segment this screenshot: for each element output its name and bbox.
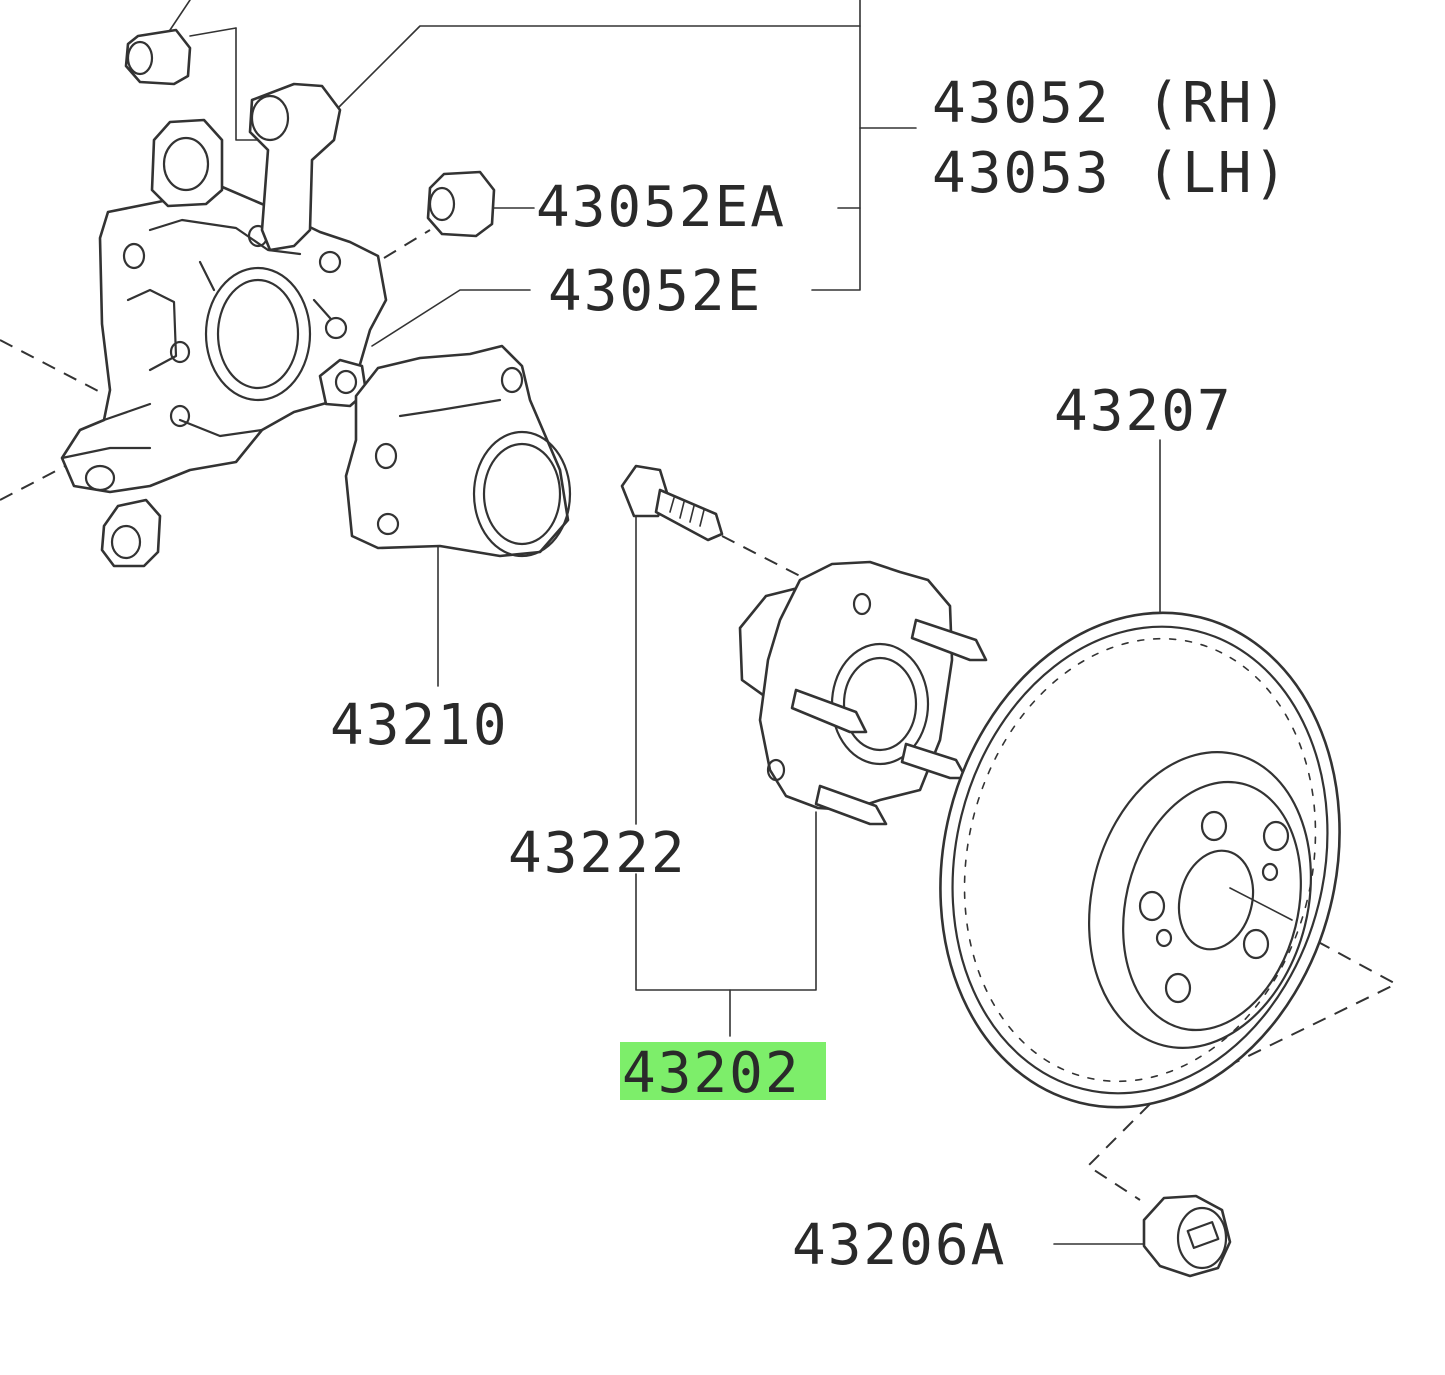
leader-lines xyxy=(169,0,1161,1245)
part-labels: 43052 (RH) 43053 (LH) 43052EA 43052E 432… xyxy=(330,71,1289,1278)
label-43052E[interactable]: 43052E xyxy=(548,259,762,324)
bearing-43210 xyxy=(344,344,572,558)
bushing-43052EA xyxy=(426,170,496,238)
label-43052-rh[interactable]: 43052 (RH) xyxy=(932,71,1289,136)
wheel-studs xyxy=(790,618,988,826)
label-43210[interactable]: 43210 xyxy=(330,693,509,758)
label-43222[interactable]: 43222 xyxy=(508,821,687,886)
hub-assembly-43202 xyxy=(738,560,988,826)
label-43052EA[interactable]: 43052EA xyxy=(536,175,786,240)
knuckle-housing xyxy=(60,82,388,494)
bushing-lower xyxy=(100,498,162,568)
label-43206A[interactable]: 43206A xyxy=(792,1213,1006,1278)
label-43202[interactable]: 43202 xyxy=(622,1041,801,1106)
label-43207[interactable]: 43207 xyxy=(1054,379,1233,444)
plug-43206A xyxy=(1142,1194,1232,1278)
label-43053-lh[interactable]: 43053 (LH) xyxy=(932,141,1289,206)
highlight-box xyxy=(620,1042,826,1100)
brake-rotor-43207 xyxy=(939,611,1341,1109)
bushing-top xyxy=(124,28,192,86)
hub-bolt-43222 xyxy=(620,464,724,542)
